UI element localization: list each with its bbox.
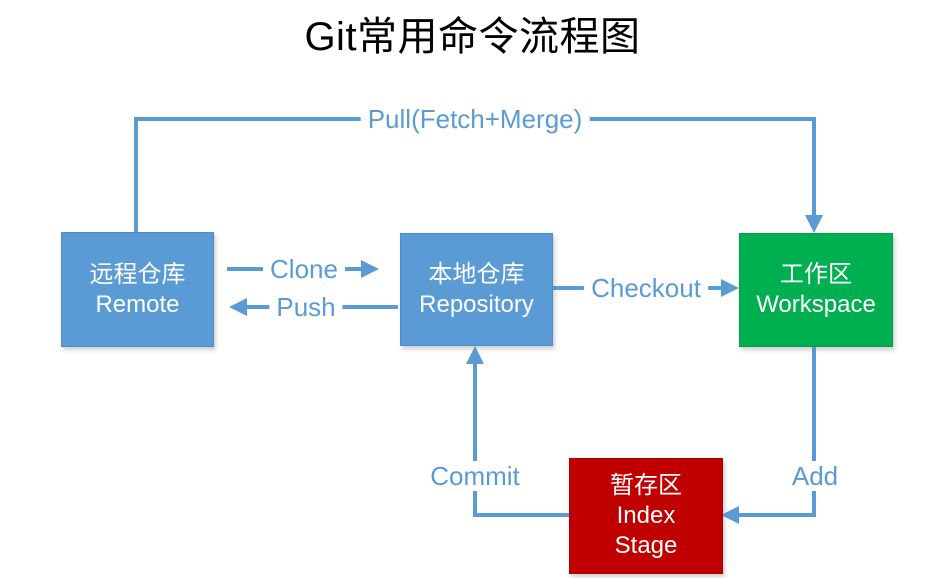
- checkout-arrowhead-icon: [721, 279, 739, 297]
- workspace-node-label-zh: 工作区: [780, 261, 852, 288]
- add-connector-bottom: [739, 513, 816, 517]
- pull-arrowhead-icon: [805, 215, 823, 233]
- pull-connector-right: [812, 117, 816, 217]
- index-stage-node-label-en2: Stage: [614, 532, 678, 559]
- workspace-node-label-en: Workspace: [756, 291, 876, 318]
- index-stage-node-label-en1: Index: [616, 502, 676, 529]
- add-edge-label: Add: [784, 461, 846, 491]
- checkout-edge-label: Checkout: [584, 273, 708, 303]
- commit-connector-vertical: [473, 362, 477, 517]
- index-stage-node-label-zh: 暂存区: [610, 472, 682, 499]
- remote-node: 远程仓库 Remote: [61, 232, 214, 347]
- clone-arrowhead-icon: [361, 260, 379, 278]
- commit-edge-label: Commit: [423, 461, 527, 491]
- commit-arrowhead-icon: [466, 346, 484, 364]
- remote-node-label-zh: 远程仓库: [89, 260, 186, 288]
- commit-connector-bottom: [473, 513, 569, 517]
- add-connector-vertical: [812, 345, 816, 517]
- index-stage-node: 暂存区 Index Stage: [569, 458, 723, 574]
- clone-edge-label: Clone: [263, 254, 345, 284]
- repository-node-label-zh: 本地仓库: [428, 260, 525, 288]
- pull-connector-left: [134, 117, 138, 232]
- push-edge-label: Push: [269, 292, 343, 322]
- repository-node: 本地仓库 Repository: [400, 233, 553, 346]
- diagram-title: Git常用命令流程图: [304, 15, 641, 59]
- pull-edge-label: Pull(Fetch+Merge): [360, 104, 590, 134]
- add-arrowhead-icon: [721, 506, 739, 524]
- repository-node-label-en: Repository: [419, 290, 534, 318]
- push-arrowhead-icon: [229, 298, 247, 316]
- workspace-node: 工作区 Workspace: [739, 233, 893, 347]
- remote-node-label-en: Remote: [95, 290, 180, 318]
